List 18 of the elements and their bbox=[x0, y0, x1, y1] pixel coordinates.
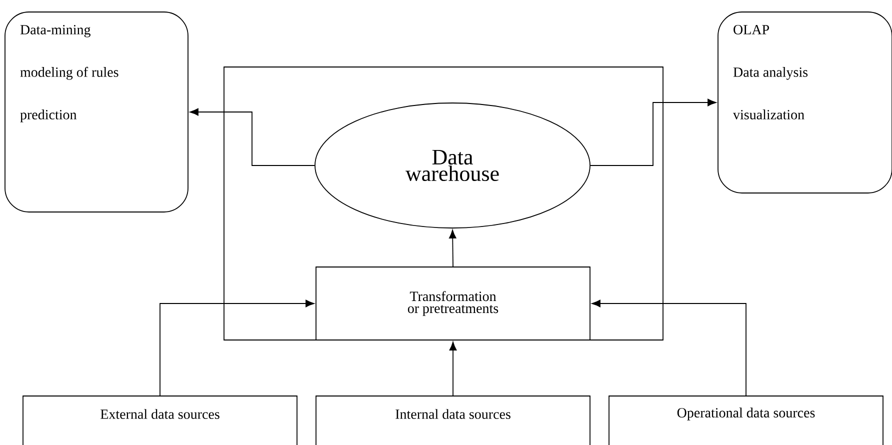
box-text: modeling of rules bbox=[20, 66, 118, 80]
arrow bbox=[160, 300, 314, 396]
rounded-box bbox=[4, 12, 188, 212]
arrow bbox=[449, 230, 456, 267]
source-box: Internal data sources bbox=[316, 396, 590, 445]
source-box: Operational data sources bbox=[608, 396, 884, 445]
process-box: Transformation or pretreatments bbox=[316, 266, 590, 340]
arrow bbox=[449, 342, 457, 396]
source-box: External data sources bbox=[22, 396, 298, 445]
arrow bbox=[190, 108, 315, 166]
arrow bbox=[592, 300, 746, 396]
box-text: Data-mining bbox=[20, 25, 90, 38]
box-text: OLAP bbox=[734, 25, 769, 34]
box-text: visualization bbox=[733, 110, 804, 120]
rounded-box bbox=[718, 12, 892, 194]
arrow bbox=[590, 98, 716, 166]
box-text: prediction bbox=[20, 110, 77, 122]
box-text: Data analysis bbox=[733, 67, 808, 80]
